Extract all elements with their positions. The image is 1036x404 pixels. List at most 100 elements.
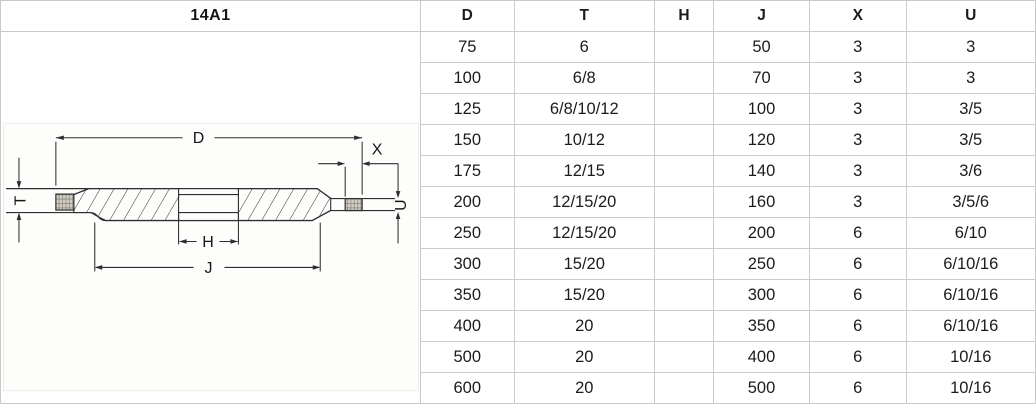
cell-d: 250 bbox=[421, 218, 515, 248]
cell-t: 20 bbox=[515, 311, 655, 341]
cell-j: 350 bbox=[714, 311, 810, 341]
cell-h bbox=[655, 94, 714, 124]
cell-x: 6 bbox=[810, 280, 907, 310]
cell-j: 50 bbox=[714, 32, 810, 62]
dim-label-j: J bbox=[205, 260, 213, 277]
cell-u: 6/10/16 bbox=[943, 316, 999, 335]
cell-h bbox=[655, 32, 714, 62]
column-header-x: X bbox=[810, 1, 907, 31]
cell-u: 3/5/6 bbox=[952, 192, 990, 211]
cell-d: 300 bbox=[421, 249, 515, 279]
drawing-background bbox=[2, 122, 420, 392]
cell-x: 3 bbox=[810, 63, 907, 93]
cell-j: 160 bbox=[714, 187, 810, 217]
wheel-outline bbox=[5, 187, 396, 222]
dim-label-t: T bbox=[12, 195, 29, 205]
wheel-cross-section-drawing: D T X U H J bbox=[2, 122, 420, 392]
cell-x: 3 bbox=[810, 32, 907, 62]
wheel-type-title: 14A1 bbox=[1, 1, 420, 32]
cell-u: 6/10/16 bbox=[943, 285, 999, 304]
cell-j: 140 bbox=[714, 156, 810, 186]
column-header-h: H bbox=[655, 1, 714, 31]
cell-t: 6/8/10/12 bbox=[515, 94, 655, 124]
cell-h bbox=[655, 373, 714, 403]
dim-label-h: H bbox=[202, 234, 214, 251]
cell-t: 6/8 bbox=[515, 63, 655, 93]
cell-t: 12/15/20 bbox=[515, 218, 655, 248]
cell-d: 200 bbox=[421, 187, 515, 217]
cell-h bbox=[655, 156, 714, 186]
cell-t: 12/15 bbox=[515, 156, 655, 186]
cell-h bbox=[655, 342, 714, 372]
dim-label-u: U bbox=[393, 199, 410, 211]
cell-d: 175 bbox=[421, 156, 515, 186]
abrasive-segment-left bbox=[55, 193, 75, 211]
cell-x: 3 bbox=[810, 94, 907, 124]
cell-d: 100 bbox=[421, 63, 515, 93]
cell-x: 6 bbox=[810, 342, 907, 372]
dimension-D bbox=[55, 137, 363, 195]
cell-h bbox=[655, 63, 714, 93]
cell-j: 400 bbox=[714, 342, 810, 372]
cell-h bbox=[655, 280, 714, 310]
cell-j: 100 bbox=[714, 94, 810, 124]
dim-label-d: D bbox=[193, 130, 205, 147]
column-header-d: D bbox=[421, 1, 515, 31]
cell-x: 6 bbox=[810, 311, 907, 341]
cell-u: 3 bbox=[966, 68, 976, 87]
dimension-J bbox=[94, 222, 321, 272]
cell-t: 20 bbox=[515, 373, 655, 403]
cell-j: 250 bbox=[714, 249, 810, 279]
cell-d: 150 bbox=[421, 125, 515, 155]
cell-t: 15/20 bbox=[515, 249, 655, 279]
cell-x: 3 bbox=[810, 187, 907, 217]
cell-d: 75 bbox=[421, 32, 515, 62]
cell-x: 6 bbox=[810, 249, 907, 279]
dim-label-x: X bbox=[372, 142, 383, 159]
cell-u: 3/5 bbox=[959, 130, 983, 149]
cell-d: 400 bbox=[421, 311, 515, 341]
cell-d: 350 bbox=[421, 280, 515, 310]
cell-t: 12/15/20 bbox=[515, 187, 655, 217]
column-header-j: J bbox=[714, 1, 810, 31]
cell-t: 15/20 bbox=[515, 280, 655, 310]
cell-u: 10/16 bbox=[950, 378, 992, 397]
column-header-u: U bbox=[965, 7, 977, 24]
cell-d: 125 bbox=[421, 94, 515, 124]
cell-h bbox=[655, 249, 714, 279]
cell-t: 6 bbox=[515, 32, 655, 62]
cell-x: 3 bbox=[810, 156, 907, 186]
diagram-panel: 14A1 bbox=[1, 1, 421, 403]
column-header-t: T bbox=[515, 1, 655, 31]
cell-j: 70 bbox=[714, 63, 810, 93]
cell-j: 300 bbox=[714, 280, 810, 310]
abrasive-segment-right bbox=[344, 197, 363, 212]
cell-u: 6/10 bbox=[954, 223, 987, 242]
cell-d: 600 bbox=[421, 373, 515, 403]
cell-x: 6 bbox=[810, 218, 907, 248]
cell-u: 10/16 bbox=[950, 347, 992, 366]
cell-u: 3/6 bbox=[959, 161, 983, 180]
cell-x: 6 bbox=[810, 373, 907, 403]
cell-t: 10/12 bbox=[515, 125, 655, 155]
cell-j: 200 bbox=[714, 218, 810, 248]
cell-h bbox=[655, 218, 714, 248]
technical-drawing: D T X U H J bbox=[1, 32, 420, 403]
cell-h bbox=[655, 311, 714, 341]
cell-u: 3/5 bbox=[959, 99, 983, 118]
dimension-arrowheads bbox=[16, 135, 401, 270]
